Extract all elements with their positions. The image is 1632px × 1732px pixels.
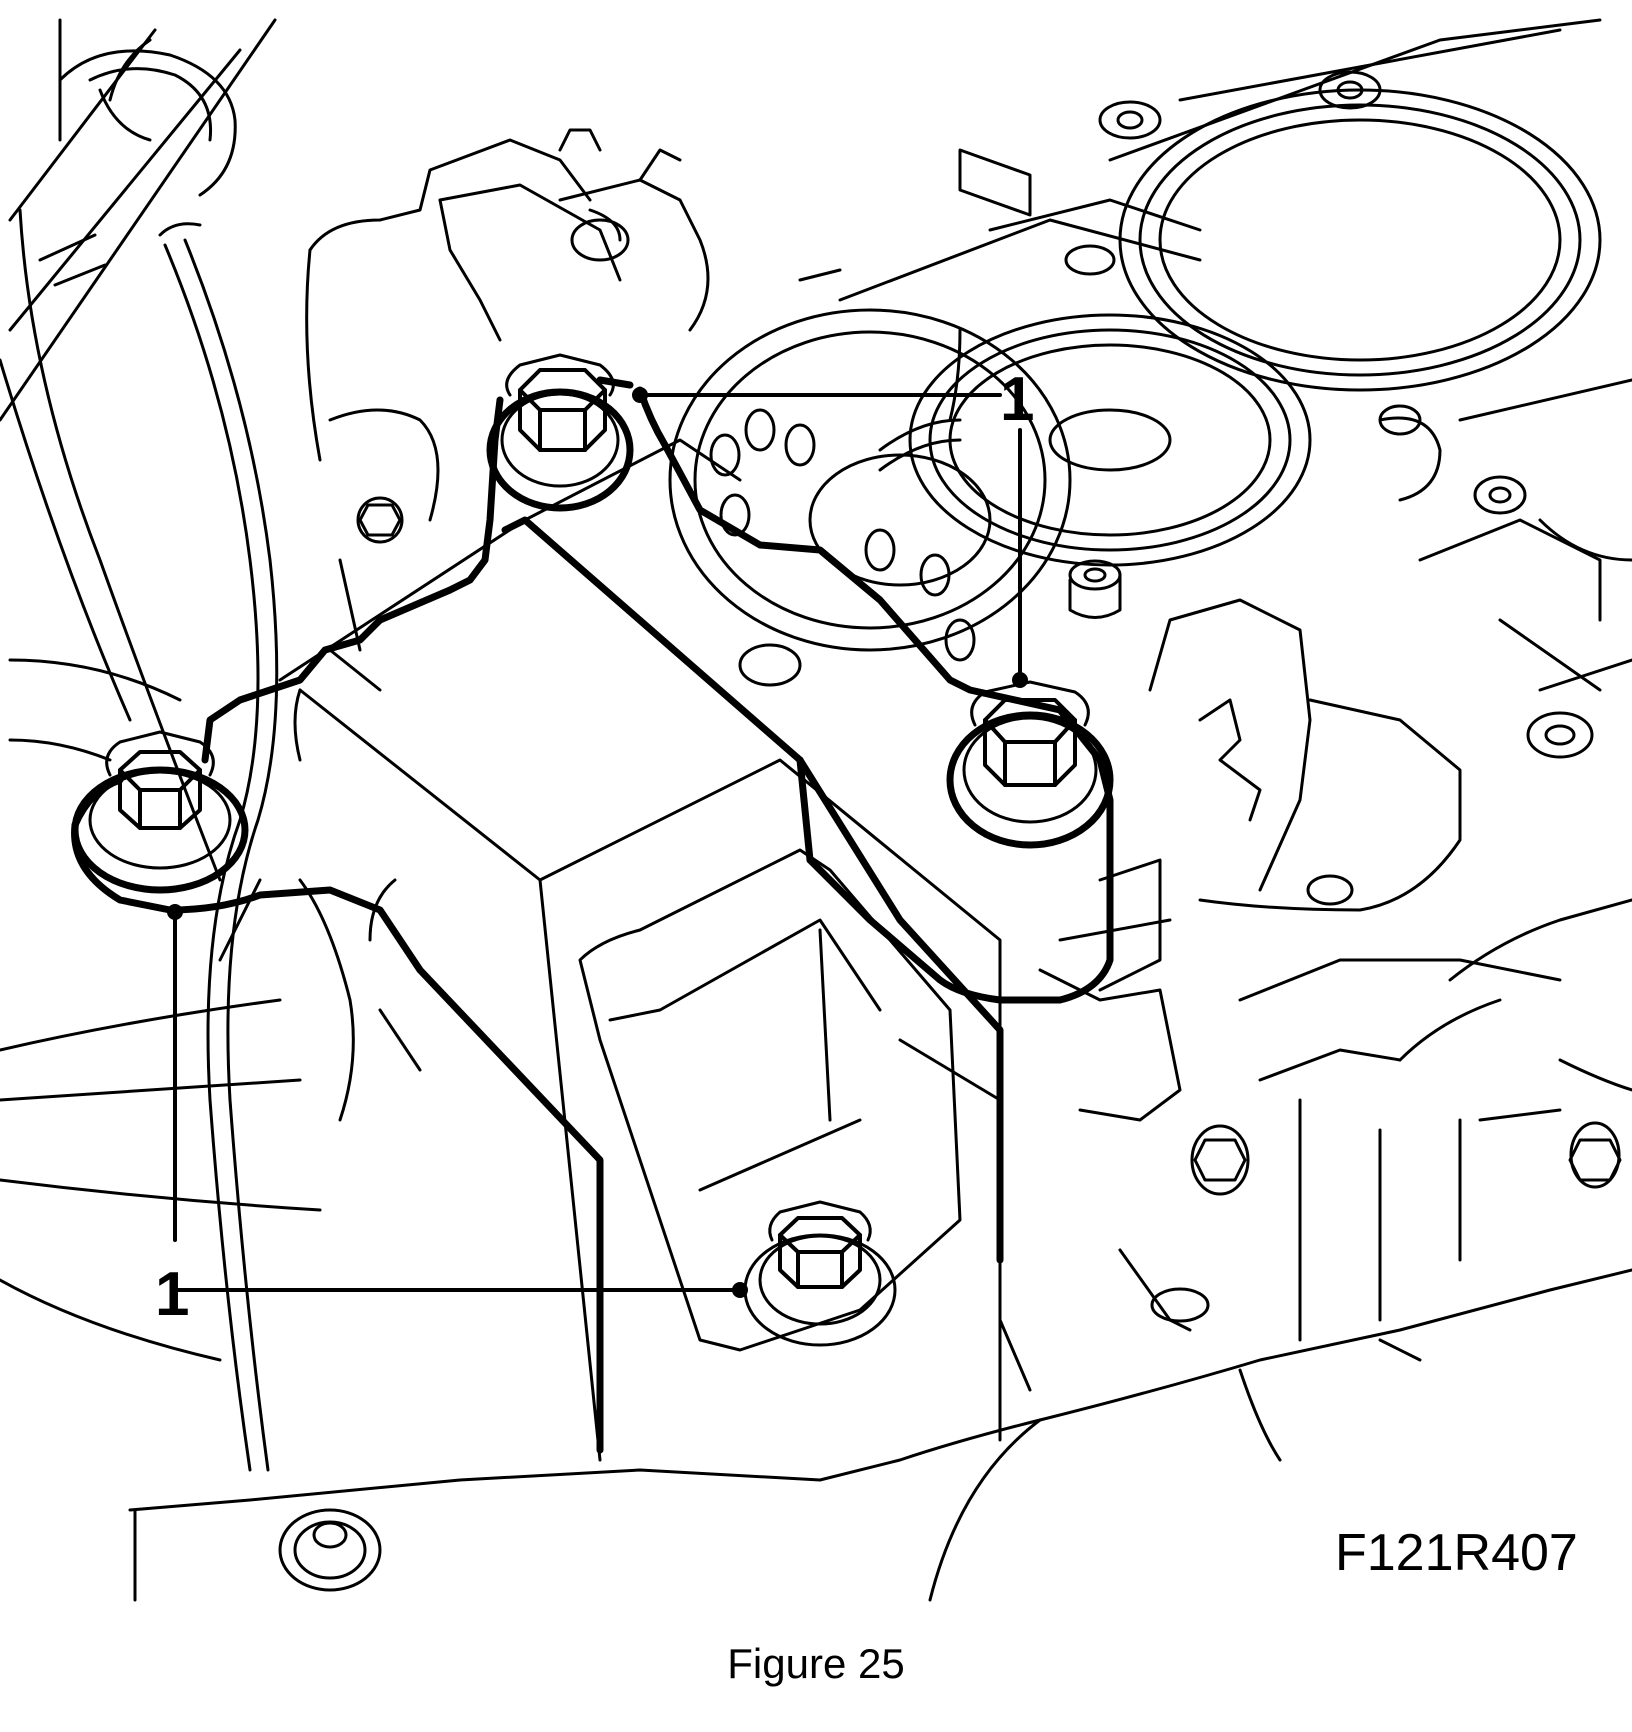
upper-bracket bbox=[305, 128, 842, 652]
bolt-top bbox=[486, 353, 634, 512]
callout-label-bottom-left: 1 bbox=[155, 1260, 189, 1329]
bolt-left bbox=[71, 730, 249, 894]
figure-caption: Figure 25 bbox=[727, 1640, 905, 1687]
mount-housing bbox=[293, 688, 1002, 1462]
drawing-code: F121R407 bbox=[1335, 1524, 1578, 1582]
callout-leaders bbox=[167, 387, 1028, 1298]
cable bbox=[158, 222, 279, 1472]
bolt-bottom bbox=[743, 1200, 897, 1347]
right-bracket bbox=[998, 598, 1632, 1392]
bracket-top-face bbox=[278, 438, 802, 692]
callout-label-top-right: 1 bbox=[1000, 365, 1034, 434]
pulley bbox=[668, 308, 1072, 662]
engine-mount-line-drawing: 1 1 F121R407 bbox=[0, 18, 1632, 1602]
engine-block bbox=[838, 18, 1632, 759]
bolt-right bbox=[946, 680, 1114, 849]
left-housing bbox=[0, 18, 355, 1362]
subframe bbox=[128, 1268, 1632, 1602]
